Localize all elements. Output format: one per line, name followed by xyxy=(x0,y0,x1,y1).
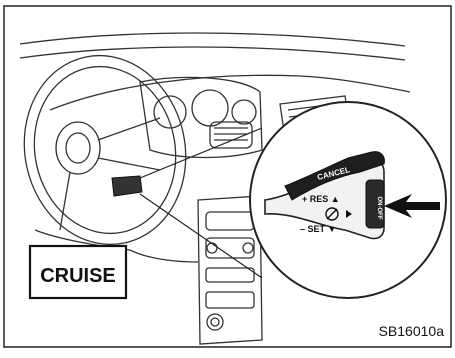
magnified-view: CANCEL + RES ▲ – SET ▼ ON-OFF xyxy=(250,102,446,298)
cruise-indicator: CRUISE xyxy=(30,246,126,298)
figure-code: SB16010a xyxy=(379,323,445,339)
lever-resume-label: + RES ▲ xyxy=(302,194,340,204)
cruise-indicator-label: CRUISE xyxy=(40,265,116,287)
lever-set-label: – SET ▼ xyxy=(300,224,336,234)
lever-switch-label: ON-OFF xyxy=(376,197,382,220)
lever-stub xyxy=(112,176,142,196)
